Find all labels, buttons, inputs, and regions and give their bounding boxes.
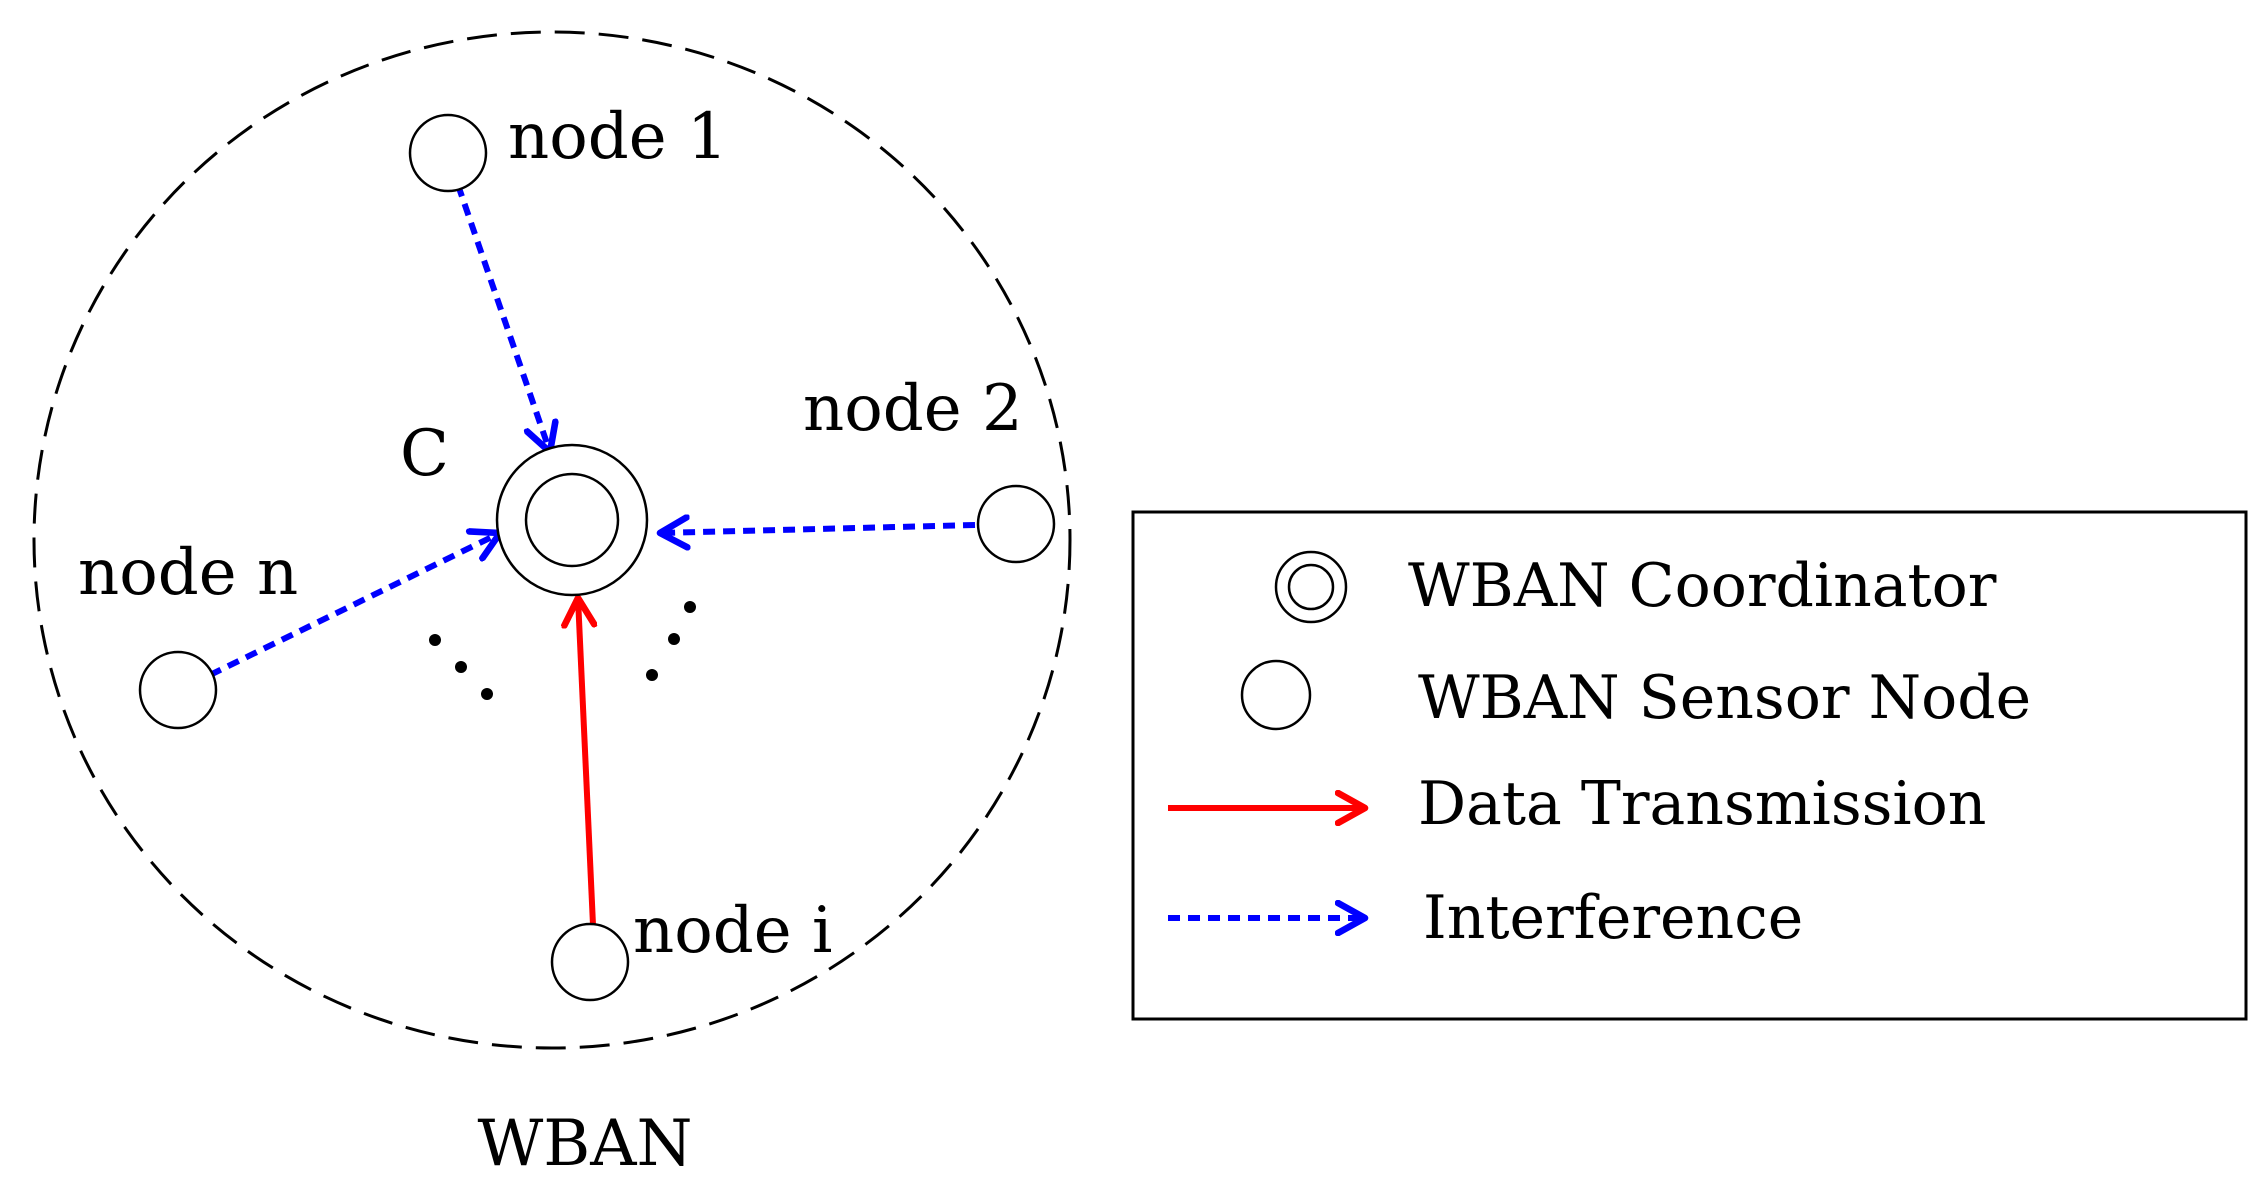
interference-arrow-node1: [455, 184, 550, 452]
node-i-label: node i: [633, 894, 832, 968]
interference-arrow-node2: [660, 525, 976, 533]
ellipsis-dot: [455, 661, 467, 673]
legend-coordinator-label: WBAN Coordinator: [1408, 551, 1997, 621]
ellipsis-dot: [684, 601, 696, 613]
coordinator-label: C: [400, 417, 449, 491]
legend-sensor-node-label: WBAN Sensor Node: [1418, 663, 2031, 733]
sensor-node-1: [408, 113, 488, 193]
coordinator-inner-circle: [524, 472, 620, 568]
ellipsis-dot: [646, 669, 658, 681]
ellipsis-dot: [481, 688, 493, 700]
data-transmission-arrow: [578, 598, 593, 926]
wban-boundary: [32, 30, 1072, 1050]
legend-data-transmission-label: Data Transmission: [1418, 769, 1986, 839]
node-1-label: node 1: [508, 100, 728, 174]
node-n-label: node n: [78, 536, 298, 610]
interference-arrow-noden: [208, 533, 500, 678]
legend-sensor-node-icon: [1240, 659, 1312, 731]
legend-coordinator-inner-icon: [1287, 563, 1335, 611]
network-label: WBAN: [477, 1107, 692, 1181]
sensor-node-2: [976, 484, 1056, 564]
sensor-node-n: [138, 650, 218, 730]
ellipsis-dot: [668, 633, 680, 645]
ellipsis-dot: [429, 634, 441, 646]
sensor-node-i: [550, 922, 630, 1002]
node-2-label: node 2: [803, 372, 1023, 446]
legend: WBAN Coordinator WBAN Sensor Node Data T…: [1131, 510, 2248, 1021]
legend-interference-label: Interference: [1423, 883, 1803, 953]
